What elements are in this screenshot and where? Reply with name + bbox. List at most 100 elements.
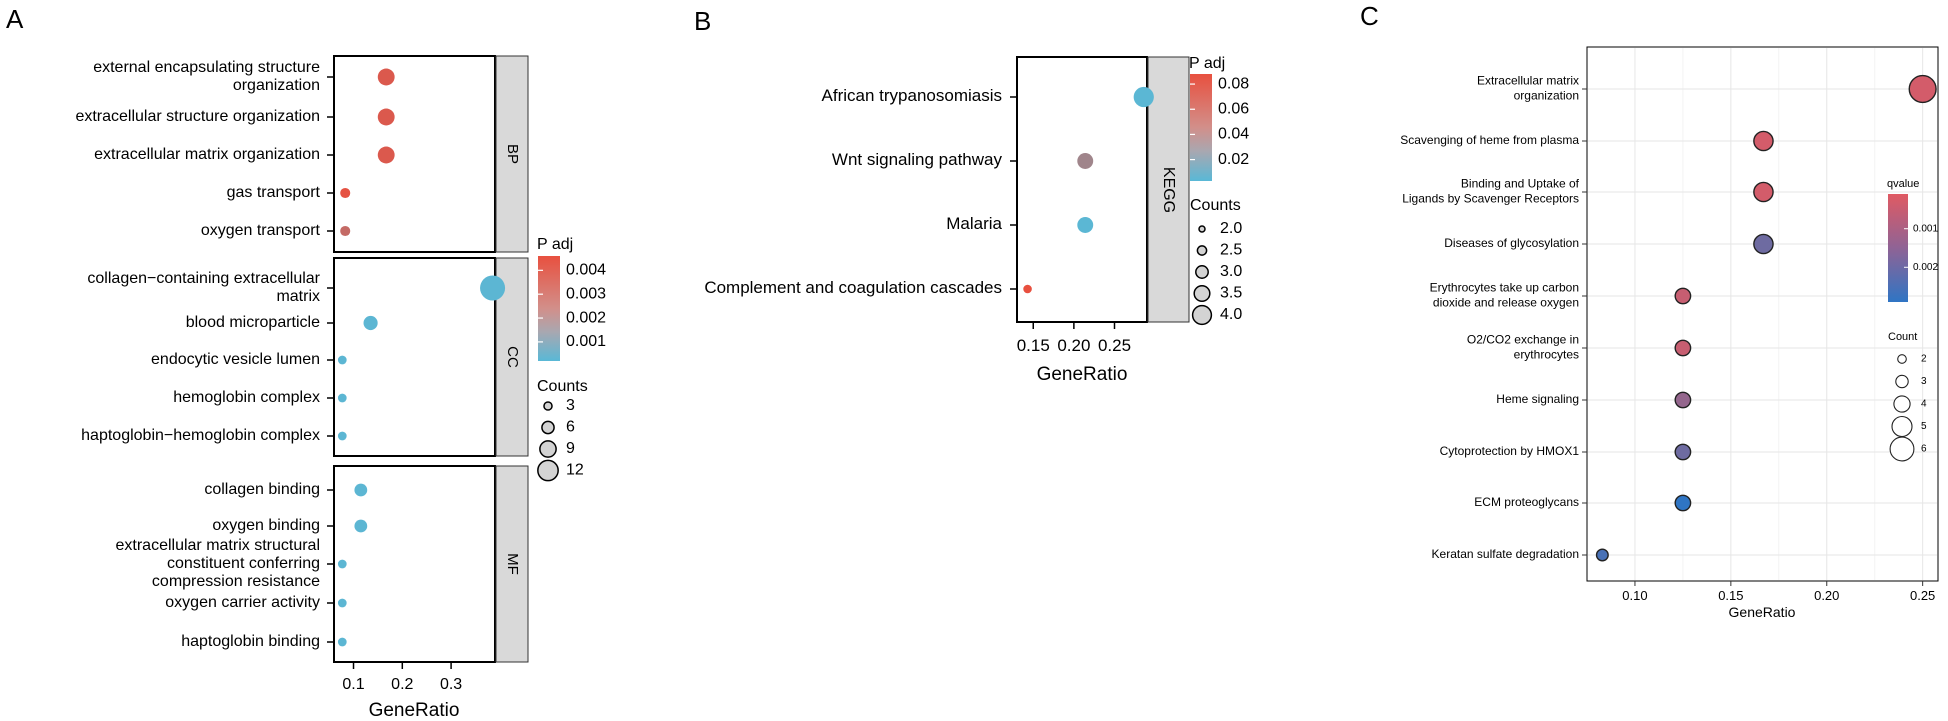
- panel-b-frame: [1016, 56, 1148, 323]
- facet-bp-frame: [333, 55, 496, 253]
- size-legend-circle: [1193, 284, 1211, 303]
- size-legend-circle: [539, 440, 557, 458]
- color-bar-tick-label: 0.08: [1218, 75, 1249, 92]
- data-point: [1753, 130, 1774, 152]
- data-point: [377, 108, 395, 126]
- size-legend-label: 9: [566, 440, 575, 457]
- size-legend-circle: [1889, 436, 1915, 462]
- color-bar-tick-label: 0.04: [1218, 126, 1249, 143]
- panel-b-x-axis-label: GeneRatio: [1037, 364, 1128, 385]
- color-bar-tick-label: 0.001: [1913, 223, 1938, 234]
- y-category-label: blood microparticle: [186, 314, 320, 331]
- y-category-label: Complement and coagulation cascades: [704, 278, 1002, 297]
- facet-mf-label: MF: [504, 553, 521, 575]
- data-point: [354, 519, 368, 533]
- facet-bp-strip: [495, 55, 529, 253]
- facet-cc-label: CC: [504, 346, 521, 368]
- data-point: [1595, 548, 1609, 562]
- panel-letter-a: A: [6, 4, 24, 34]
- panel-b-color-bar: [1190, 74, 1212, 181]
- data-point: [363, 315, 378, 331]
- color-bar-tick-label: 0.02: [1218, 151, 1249, 168]
- y-category-label: Scavenging of heme from plasma: [1400, 133, 1579, 147]
- size-legend-label: 2: [1921, 354, 1927, 365]
- size-legend-label: 3: [566, 397, 575, 414]
- size-legend-circle: [1191, 304, 1213, 326]
- y-category-label: collagen binding: [204, 481, 320, 498]
- data-point: [1753, 233, 1774, 255]
- data-point: [337, 637, 347, 647]
- y-category-label: oxygen carrier activity: [165, 594, 320, 611]
- x-tick-label: 0.10: [1622, 588, 1647, 603]
- data-point: [1023, 284, 1032, 294]
- size-legend-label: 4: [1921, 399, 1927, 410]
- facet-kegg-strip: [1147, 56, 1190, 323]
- y-category-label: gas transport: [227, 184, 321, 201]
- panel-a-x-axis-label: GeneRatio: [369, 700, 460, 721]
- x-tick-label: 0.3: [440, 676, 462, 693]
- size-legend-label: 3: [1921, 376, 1927, 387]
- size-legend-circle: [1195, 265, 1209, 279]
- size-legend-circle: [1196, 245, 1208, 256]
- panel-c-size-legend-title: Count: [1888, 331, 1917, 343]
- y-category-label: Keratan sulfate degradation: [1432, 547, 1579, 561]
- data-point: [1674, 494, 1692, 512]
- y-category-label: African trypanosomiasis: [822, 86, 1002, 105]
- data-point: [337, 431, 347, 441]
- panel-letter-b: B: [694, 6, 711, 36]
- panel-a: BP CC MF external encapsulating structur…: [75, 55, 606, 721]
- color-bar-tick-label: 0.002: [1913, 262, 1938, 273]
- data-point: [337, 355, 347, 365]
- y-category-label: Malaria: [946, 214, 1002, 233]
- data-point: [1908, 74, 1937, 104]
- data-point: [1674, 339, 1692, 357]
- panel-c-color-legend-title: qvalue: [1887, 178, 1919, 190]
- size-legend-label: 2.5: [1220, 242, 1242, 259]
- x-tick-label: 0.15: [1017, 336, 1050, 355]
- x-tick-label: 0.25: [1098, 336, 1131, 355]
- size-legend-label: 6: [1921, 444, 1927, 455]
- panel-b-size-legend-title: Counts: [1190, 197, 1241, 214]
- panel-a-color-legend-title: P adj: [537, 236, 573, 253]
- y-category-label: hemoglobin complex: [173, 389, 320, 406]
- data-point: [1077, 153, 1094, 169]
- size-legend-circle: [1891, 415, 1913, 438]
- size-legend-label: 2.0: [1220, 220, 1242, 237]
- data-point: [340, 225, 351, 237]
- data-point: [1674, 391, 1692, 409]
- color-bar-tick-label: 0.06: [1218, 100, 1249, 117]
- data-point: [337, 598, 347, 608]
- color-bar-tick-label: 0.001: [566, 333, 606, 350]
- y-category-label: Cytoprotection by HMOX1: [1440, 444, 1580, 458]
- data-point: [1674, 443, 1692, 461]
- y-category-label: oxygen transport: [201, 222, 321, 239]
- size-legend-label: 4.0: [1220, 306, 1242, 323]
- facet-cc-frame: [333, 257, 496, 457]
- y-category-label: endocytic vesicle lumen: [151, 351, 320, 368]
- y-category-label: Diseases of glycosylation: [1444, 236, 1579, 250]
- size-legend-circle: [1198, 225, 1206, 233]
- size-legend-label: 3.5: [1220, 285, 1242, 302]
- panel-c-plot-area: [1586, 46, 1939, 582]
- panel-c-color-bar: [1888, 194, 1908, 302]
- y-category-label: oxygen binding: [212, 517, 320, 534]
- size-legend-label: 6: [566, 419, 575, 436]
- size-legend-label: 5: [1921, 421, 1927, 432]
- y-category-label: haptoglobin−hemoglobin complex: [81, 427, 320, 444]
- panel-c-x-axis-label: GeneRatio: [1729, 604, 1796, 620]
- facet-kegg-label: KEGG: [1160, 167, 1177, 213]
- data-point: [354, 483, 368, 497]
- data-point: [377, 146, 395, 164]
- y-category-label: extracellular structure organization: [75, 108, 320, 125]
- data-point: [1753, 181, 1774, 203]
- panel-a-size-legend-title: Counts: [537, 378, 588, 395]
- data-point: [340, 187, 351, 199]
- size-legend-circle: [1895, 374, 1909, 389]
